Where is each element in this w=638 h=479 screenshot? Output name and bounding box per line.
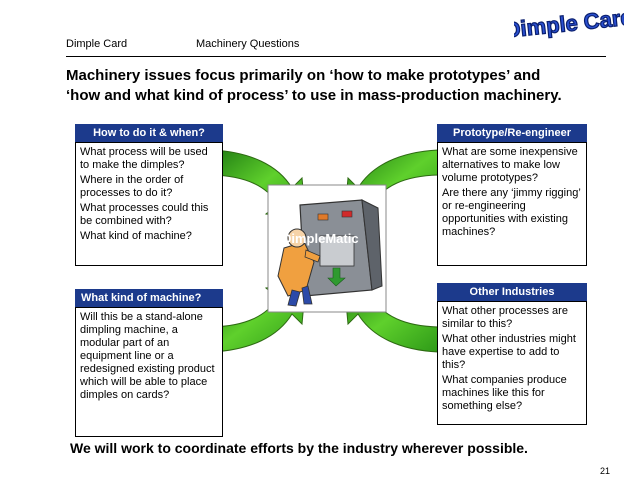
box-line: What processes could this be combined wi… [80, 202, 209, 227]
box-line: Where in the order of processes to do it… [80, 174, 184, 199]
footer-statement: We will work to coordinate efforts by th… [70, 440, 528, 456]
box-line: Will this be a stand-alone dimpling mach… [80, 311, 215, 401]
dimple-card-logo: Dimple Card [503, 2, 636, 47]
section-title: Machinery Questions [196, 38, 300, 50]
page-number: 21 [599, 466, 610, 476]
box-title: Prototype/Re-engineer [437, 124, 587, 142]
box-body: What process will be used to make the di… [75, 142, 223, 266]
header-divider [66, 56, 606, 57]
box-body: Will this be a stand-alone dimpling mach… [75, 307, 223, 437]
box-body: What are some inexpensive alternatives t… [437, 142, 587, 266]
dimplematic-label: DimpleMatic [282, 231, 359, 246]
box-title: What kind of machine? [75, 289, 223, 307]
headline-line-2: ‘how and what kind of process’ to use in… [66, 87, 562, 104]
box-prototype-reengineer: Prototype/Re-engineer What are some inex… [437, 124, 587, 266]
box-title: Other Industries [437, 283, 587, 301]
box-other-industries: Other Industries What other processes ar… [437, 283, 587, 425]
box-what-kind-of-machine: What kind of machine? Will this be a sta… [75, 289, 223, 437]
document-title: Dimple Card [66, 38, 128, 50]
box-line: What are some inexpensive alternatives t… [442, 146, 578, 184]
box-body: What other processes are similar to this… [437, 301, 587, 425]
box-line: What other processes are similar to this… [442, 305, 568, 330]
box-line: What kind of machine? [80, 230, 192, 242]
headline: Machinery issues focus primarily on ‘how… [66, 66, 626, 106]
box-title: How to do it & when? [75, 124, 223, 142]
box-line: What other industries might have experti… [442, 333, 576, 371]
headline-line-1: Machinery issues focus primarily on ‘how… [66, 67, 541, 84]
box-how-to-do-it: How to do it & when? What process will b… [75, 124, 223, 266]
box-line: What process will be used to make the di… [80, 146, 208, 171]
box-line: What companies produce machines like thi… [442, 374, 567, 412]
dimplematic-machine-image [267, 184, 387, 313]
box-line: Are there any ‘jimmy rigging’ or re-engi… [442, 187, 581, 238]
